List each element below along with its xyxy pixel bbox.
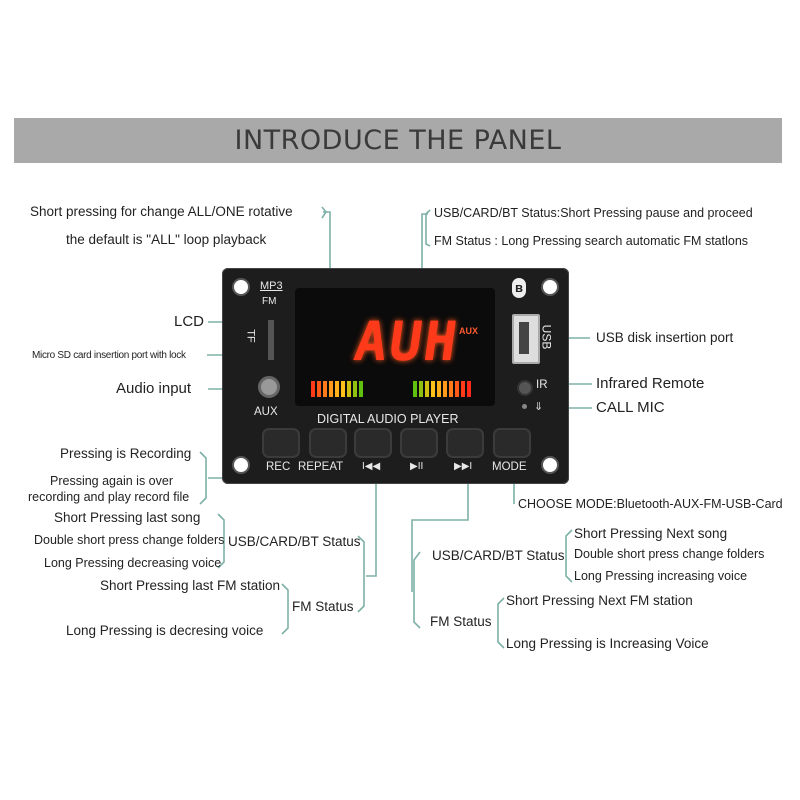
next-fm-status-desc: FM Status (430, 614, 492, 629)
eq-bars-left (311, 381, 363, 397)
prev-fm-desc-1: Short Pressing last FM station (100, 578, 281, 593)
aux-label: AUX (254, 406, 278, 418)
play-desc-2: FM Status : Long Pressing search automat… (434, 234, 749, 248)
prev-status-desc: USB/CARD/BT Status (228, 534, 361, 549)
prev-fm-desc-2: Long Pressing is decresing voice (66, 623, 264, 638)
audio-module-board: MP3 FM TF AUX AUH AUX DIGITAL AUDIO PLAY… (222, 268, 569, 484)
bracket-repeat (321, 206, 327, 219)
mount-hole (232, 278, 250, 296)
audio-input-desc: Audio input (116, 380, 192, 397)
mode-label: MODE (492, 461, 527, 473)
aux-jack[interactable] (258, 376, 280, 398)
next-fm-desc-2: Long Pressing is Increasing Voice (506, 636, 709, 651)
next-desc-1: Short Pressing Next song (574, 526, 728, 541)
mount-hole (541, 278, 559, 296)
usb-label: USB (539, 324, 554, 350)
mode-desc: CHOOSE MODE:Bluetooth-AUX-FM-USB-Card (518, 497, 783, 511)
repeat-button[interactable] (311, 430, 345, 456)
repeat-desc-1: Short pressing for change ALL/ONE rotati… (30, 204, 293, 219)
infrared-desc: Infrared Remote (596, 375, 705, 392)
next-status-desc: USB/CARD/BT Status (432, 548, 565, 563)
rec-desc-2: Pressing again is over (50, 474, 173, 488)
prev-button[interactable] (356, 430, 390, 456)
next-fm-desc-1: Short Pressing Next FM station (506, 593, 693, 608)
next-desc-2: Double short press change folders (574, 547, 765, 561)
line-prev (366, 470, 377, 577)
play-pause-icon: ▶II (410, 461, 424, 472)
fm-label: FM (262, 296, 277, 307)
bluetooth-icon: ʙ (512, 278, 526, 298)
digital-audio-player-label: DIGITAL AUDIO PLAYER (317, 412, 459, 426)
prev-desc-1: Short Pressing last song (54, 510, 201, 525)
bracket-prev-status (357, 535, 365, 613)
title-banner: INTRODUCE THE PANEL (14, 118, 782, 163)
bracket-next (565, 529, 573, 583)
bracket-next-fm (497, 597, 505, 649)
lcd-main-text: AUH (350, 310, 463, 373)
page-title: INTRODUCE THE PANEL (234, 125, 562, 156)
lcd-mode-indicator: AUX (459, 326, 479, 336)
mount-hole (232, 456, 250, 474)
rec-button[interactable] (264, 430, 298, 456)
line-next (411, 470, 469, 592)
ir-receiver (517, 380, 533, 396)
bracket-play (425, 209, 431, 247)
rec-desc-3: recording and play record file (28, 490, 190, 504)
prev-fm-status-desc: FM Status (292, 599, 354, 614)
call-mic-desc: CALL MIC (596, 399, 665, 416)
next-desc-3: Long Pressing increasing voice (574, 569, 748, 583)
tf-label: TF (244, 329, 257, 343)
lcd-desc: LCD (174, 313, 205, 330)
tf-slot[interactable] (268, 320, 274, 360)
prev-icon: I◀◀ (362, 461, 381, 472)
bracket-prev-fm (281, 583, 289, 635)
ir-label: IR (536, 379, 548, 391)
bracket-prev (217, 513, 225, 569)
bracket-rec (199, 451, 207, 505)
mount-hole (541, 456, 559, 474)
mic-icon: ⇓ (534, 401, 544, 413)
mode-button[interactable] (495, 430, 529, 456)
eq-bars-right (413, 381, 471, 397)
usb-port-desc: USB disk insertion port (596, 330, 734, 345)
bracket-next-status (413, 551, 421, 629)
play-pause-button[interactable] (402, 430, 436, 456)
mp3-label: MP3 (260, 280, 283, 292)
lcd-display: AUH AUX (295, 288, 495, 406)
rec-label: REC (266, 461, 291, 473)
repeat-desc-2: the default is "ALL" loop playback (66, 232, 267, 247)
mic-hole (522, 404, 527, 409)
next-icon: ▶▶I (454, 461, 473, 472)
prev-desc-3: Long Pressing decreasing voice (44, 556, 222, 570)
play-desc-1: USB/CARD/BT Status:Short Pressing pause … (434, 206, 753, 220)
prev-desc-2: Double short press change folders (34, 533, 225, 547)
microsd-desc: Micro SD card insertion port with lock (32, 350, 186, 361)
rec-desc-1: Pressing is Recording (60, 446, 192, 461)
usb-port[interactable] (512, 314, 540, 364)
repeat-label: REPEAT (298, 461, 344, 473)
next-button[interactable] (448, 430, 482, 456)
